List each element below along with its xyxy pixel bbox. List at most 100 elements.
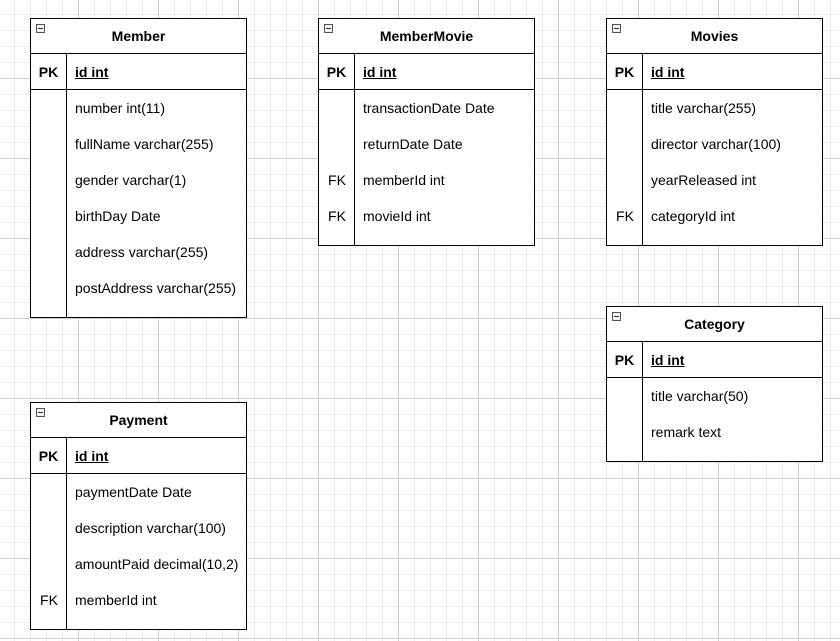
field-name: returnDate Date [363, 136, 463, 152]
key-label: PK [607, 54, 643, 89]
primary-key-row: PK id int [31, 438, 246, 474]
key-label: FK [328, 172, 346, 188]
field-name: categoryId int [651, 208, 736, 224]
field-list: number int(11) fullName varchar(255) gende… [31, 90, 246, 317]
field-name: postAddress varchar(255) [75, 280, 237, 296]
field-name: id int [651, 351, 685, 368]
field-name: id int [651, 63, 685, 80]
field-name: id int [75, 447, 109, 464]
field-list: title varchar(50)remark text [607, 378, 822, 461]
key-label [607, 90, 643, 126]
collapse-icon[interactable] [36, 24, 45, 33]
collapse-icon[interactable] [324, 24, 333, 33]
field-name: memberId int [363, 172, 445, 188]
field-name: yearReleased int [651, 172, 757, 188]
field-name: director varchar(100) [651, 136, 781, 152]
key-label: PK [31, 438, 67, 473]
field-row: transactionDate Date [319, 90, 534, 126]
key-label [607, 162, 643, 198]
field-row: postAddress varchar(255) [31, 270, 246, 306]
key-label: PK [319, 54, 355, 89]
collapse-icon[interactable] [36, 408, 45, 417]
primary-key-row: PK id int [607, 54, 822, 90]
key-label: PK [607, 342, 643, 377]
field-name: title varchar(50) [651, 388, 749, 404]
key-label: FK [328, 208, 346, 224]
key-label [31, 474, 67, 510]
field-name: memberId int [75, 592, 157, 608]
primary-key-row: PK id int [319, 54, 534, 90]
field-row: number int(11) [31, 90, 246, 126]
entity-title: Movies [690, 28, 739, 44]
field-name: fullName varchar(255) [75, 136, 214, 152]
entity-title: Category [684, 316, 745, 332]
field-row: birthDay Date [31, 198, 246, 234]
field-name: transactionDate Date [363, 100, 495, 116]
key-label [607, 378, 643, 414]
key-label [31, 90, 67, 126]
entity-header: Payment [31, 403, 246, 438]
field-name: id int [363, 63, 397, 80]
key-label [607, 414, 643, 450]
key-label: PK [31, 54, 67, 89]
entity-title: Payment [109, 412, 168, 428]
field-list-padding [31, 618, 246, 629]
entity-title: MemberMovie [379, 28, 474, 44]
field-name: id int [75, 63, 109, 80]
field-row: fullName varchar(255) [31, 126, 246, 162]
primary-key-row: PK id int [607, 342, 822, 378]
field-name: birthDay Date [75, 208, 161, 224]
field-list-padding [319, 234, 534, 245]
field-row: FK categoryId int [607, 198, 822, 234]
field-row: yearReleased int [607, 162, 822, 198]
field-row: FK memberId int [31, 582, 246, 618]
field-name: paymentDate Date [75, 484, 192, 500]
entity-header: Movies [607, 19, 822, 54]
key-label: FK [616, 208, 634, 224]
key-label [31, 234, 67, 270]
field-row: title varchar(50) [607, 378, 822, 414]
key-label [31, 546, 67, 582]
key-label [319, 126, 355, 162]
field-row: title varchar(255) [607, 90, 822, 126]
collapse-icon[interactable] [612, 312, 621, 321]
field-name: number int(11) [75, 100, 166, 116]
field-row: director varchar(100) [607, 126, 822, 162]
field-row: returnDate Date [319, 126, 534, 162]
field-row: description varchar(100) [31, 510, 246, 546]
field-name: description varchar(100) [75, 520, 226, 536]
field-name: gender varchar(1) [75, 172, 187, 188]
key-label [31, 198, 67, 234]
key-label [319, 90, 355, 126]
entity-header: Member [31, 19, 246, 54]
entity-title: Member [111, 28, 166, 44]
key-label: FK [40, 592, 58, 608]
field-list-padding [31, 306, 246, 317]
field-row: FK memberId int [319, 162, 534, 198]
collapse-icon[interactable] [612, 24, 621, 33]
field-row: address varchar(255) [31, 234, 246, 270]
field-row: FK movieId int [319, 198, 534, 234]
field-row: amountPaid decimal(10,2) [31, 546, 246, 582]
field-name: title varchar(255) [651, 100, 757, 116]
field-list-padding [607, 234, 822, 245]
field-row: gender varchar(1) [31, 162, 246, 198]
key-label [607, 126, 643, 162]
field-list-padding [607, 450, 822, 461]
entity-header: Category [607, 307, 822, 342]
key-label [31, 162, 67, 198]
field-name: address varchar(255) [75, 244, 209, 260]
primary-key-row: PK id int [31, 54, 246, 90]
field-name: amountPaid decimal(10,2) [75, 556, 239, 572]
field-list: title varchar(255) director varchar(100) y… [607, 90, 822, 245]
key-label [31, 270, 67, 306]
field-name: movieId int [363, 208, 431, 224]
entity-header: MemberMovie [319, 19, 534, 54]
